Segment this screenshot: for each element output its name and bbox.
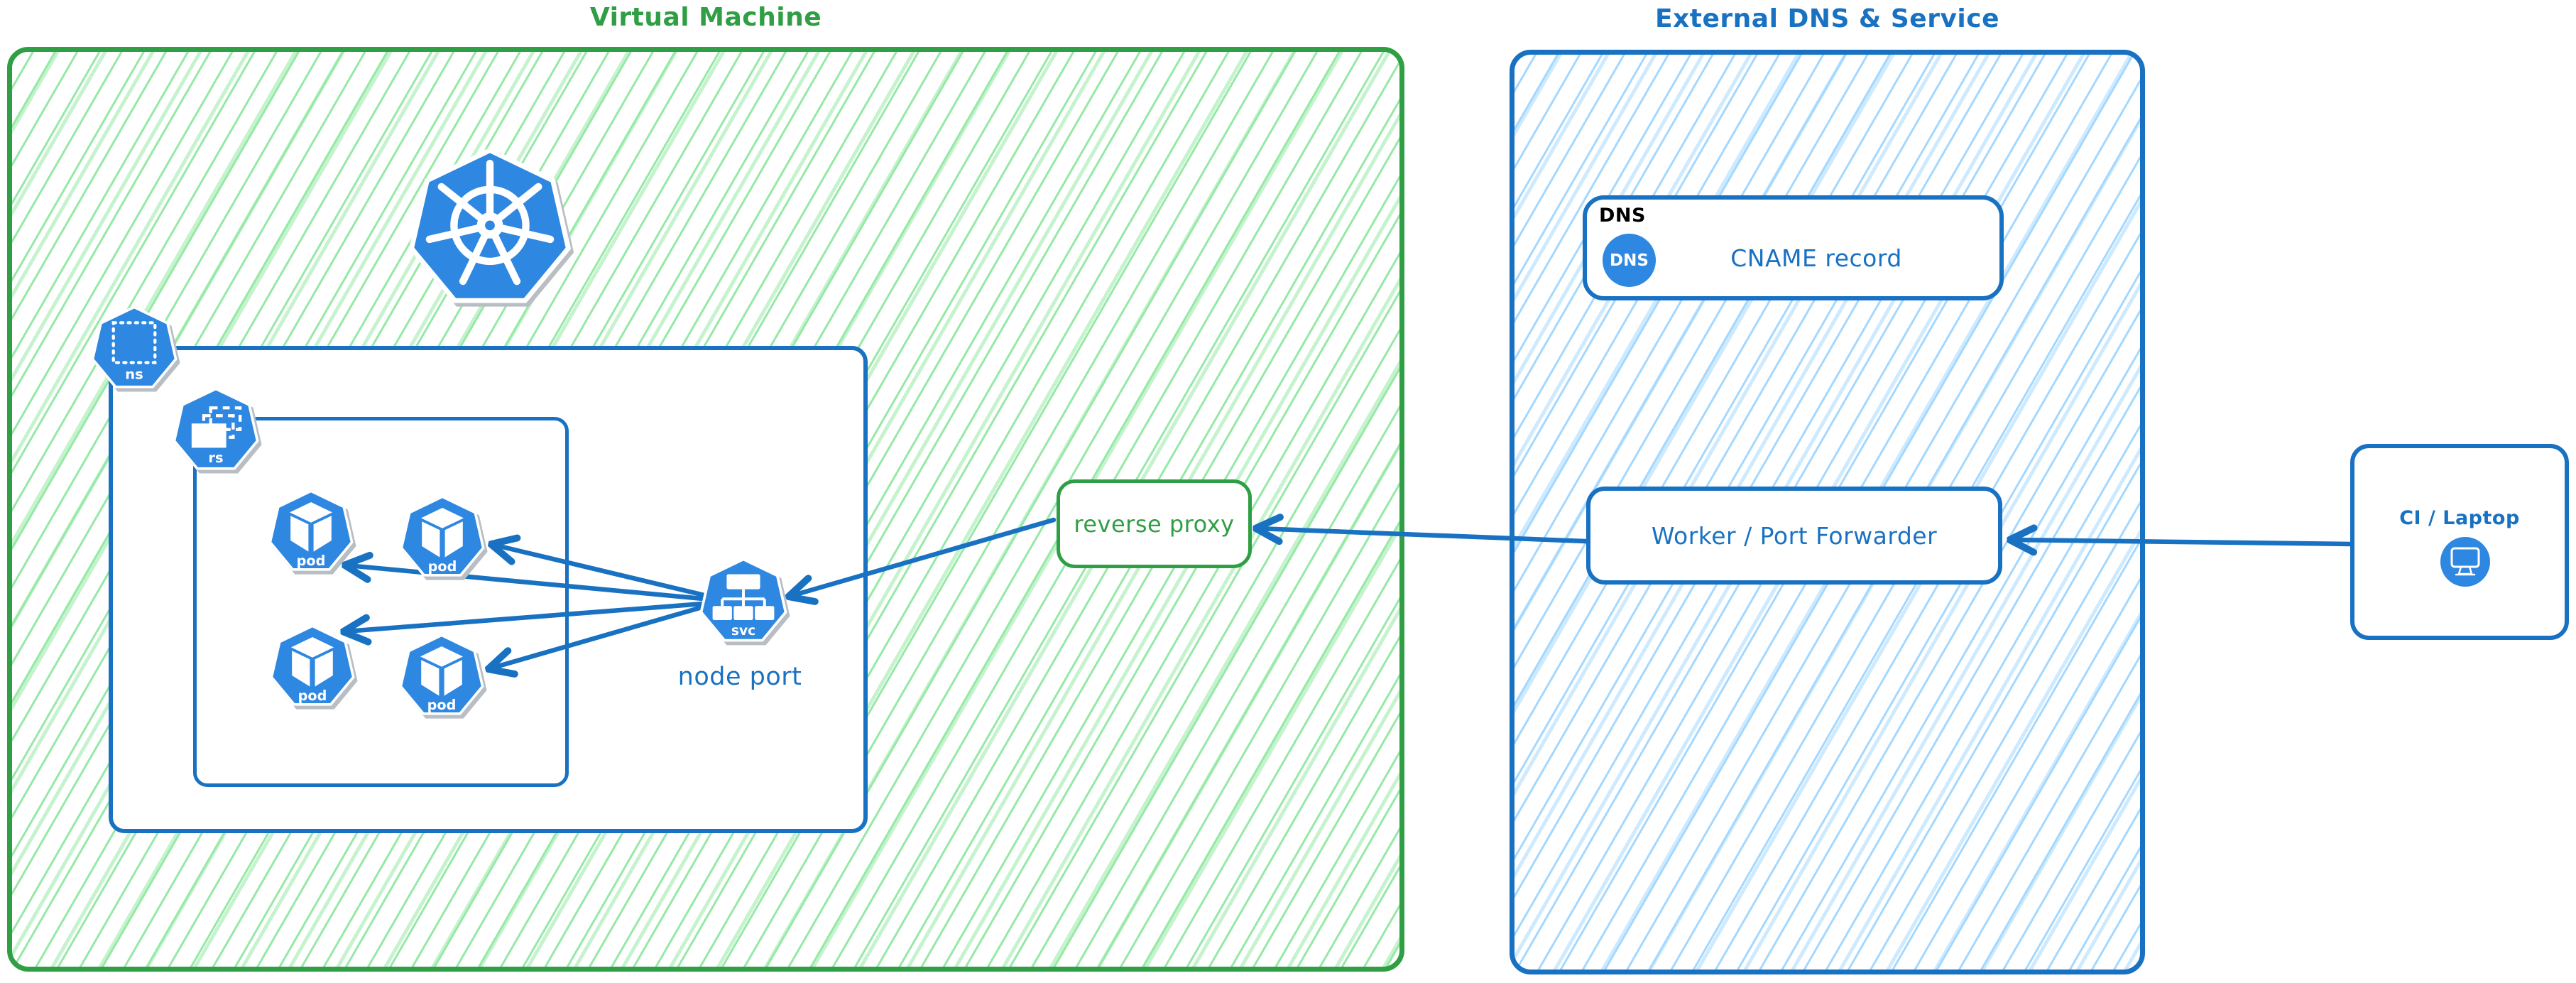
- pod-icon: pod: [270, 624, 355, 706]
- pod-icon: pod: [400, 495, 485, 577]
- vm-region-title: Virtual Machine: [589, 3, 822, 32]
- external-region-title: External DNS & Service: [1654, 4, 2000, 33]
- arrow-svc-to-pod-4: [491, 604, 707, 668]
- pod-icon: pod: [399, 634, 484, 715]
- pod-icon: pod: [268, 489, 354, 571]
- replicaset-icon: rs: [173, 387, 259, 470]
- arrow-svc-to-pod-2: [493, 545, 707, 598]
- pod-badge-label: pod: [427, 697, 457, 713]
- arrow-proxy-to-nodeport: [791, 517, 1057, 596]
- arrow-worker-to-proxy: [1258, 528, 1588, 541]
- monitor-icon: [2440, 537, 2490, 587]
- worker-box: Worker / Port Forwarder: [1586, 487, 2002, 585]
- client-label: CI / Laptop: [2399, 507, 2520, 529]
- reverse-proxy-box: reverse proxy: [1057, 479, 1252, 568]
- pod-badge-label: pod: [428, 558, 457, 575]
- dns-badge-label: DNS: [1610, 251, 1649, 270]
- replicaset-box: [193, 417, 569, 787]
- worker-label: Worker / Port Forwarder: [1651, 521, 1938, 550]
- arrow-svc-to-pod-3: [346, 601, 706, 631]
- service-icon: svc: [699, 558, 787, 642]
- dns-group-label: DNS: [1599, 205, 1646, 227]
- pod-badge-label: pod: [297, 553, 326, 569]
- reverse-proxy-label: reverse proxy: [1074, 510, 1235, 538]
- dns-badge-icon: DNS: [1603, 234, 1656, 287]
- service-badge-label: svc: [731, 624, 755, 639]
- pod-badge-label: pod: [298, 688, 327, 704]
- kubernetes-logo-icon: [408, 147, 572, 303]
- arrow-svc-to-pod-1: [347, 565, 706, 602]
- namespace-icon: ns: [91, 305, 178, 389]
- cname-record-label: CNAME record: [1730, 244, 1902, 272]
- node-port-label: node port: [677, 663, 802, 691]
- namespace-badge-label: ns: [125, 366, 143, 383]
- replicaset-badge-label: rs: [208, 450, 223, 466]
- arrow-client-to-worker: [2012, 540, 2353, 544]
